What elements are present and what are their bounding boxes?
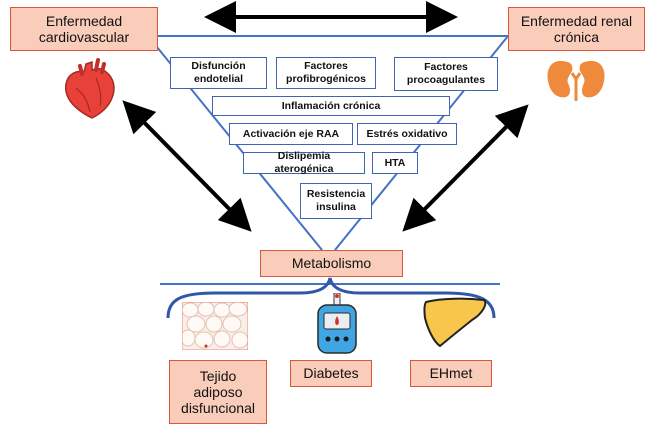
box-ehmet: EHmet [410, 360, 492, 387]
bottom-brace [166, 277, 496, 319]
box-diabetes: Diabetes [290, 360, 372, 387]
factor-disfuncion-endotelial: Disfunción endotelial [170, 57, 267, 89]
box-renal: Enfermedad renal crónica [508, 7, 645, 51]
box-renal-label: Enfermedad renal crónica [520, 12, 633, 45]
factor-dislipemia: Dislipemia aterogénica [243, 150, 365, 175]
box-cardiovascular: Enfermedad cardiovascular [10, 7, 158, 51]
arrow-left [122, 100, 252, 232]
factor-hta: HTA [372, 152, 418, 174]
box-metabolismo: Metabolismo [260, 250, 403, 277]
kidneys-icon [547, 61, 605, 101]
glucometer-icon [317, 293, 357, 354]
box-ehmet-label: EHmet [429, 365, 473, 382]
factor-inflamacion-cronica: Inflamación crónica [212, 96, 450, 116]
factor-activacion-raa: Activación eje RAA [229, 123, 353, 145]
box-tejido-adiposo: Tejido adiposo disfuncional [169, 360, 267, 424]
factor-estres-oxidativo: Estrés oxidativo [357, 123, 457, 145]
factor-profibrogenicos: Factores profibrogénicos [276, 57, 376, 89]
factor-resistencia-insulina: Resistencia insulina [300, 183, 372, 219]
box-diabetes-label: Diabetes [303, 365, 359, 382]
heart-icon [64, 58, 115, 119]
arrow-right [402, 104, 529, 232]
box-metabolismo-label: Metabolismo [291, 255, 372, 272]
box-cardiovascular-label: Enfermedad cardiovascular [38, 12, 130, 45]
box-tejido-adiposo-label: Tejido adiposo disfuncional [181, 367, 255, 417]
factor-procoagulantes: Factores procoagulantes [394, 57, 498, 91]
liver-icon [423, 297, 487, 348]
adipose-tissue-icon [182, 302, 248, 350]
